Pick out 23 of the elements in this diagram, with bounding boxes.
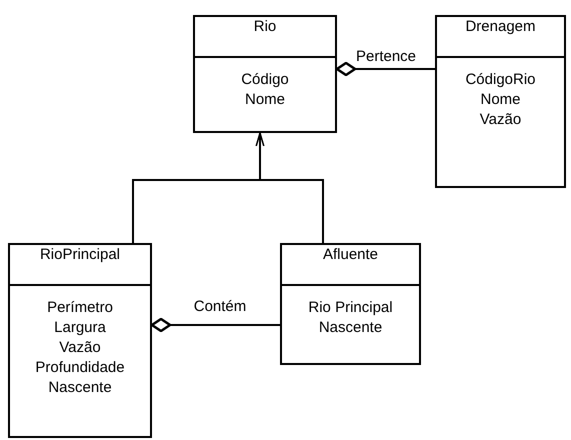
class-box: [280, 243, 421, 365]
class-name: RioPrincipal: [40, 246, 120, 265]
attribute-text: Rio Principal: [308, 298, 393, 318]
class-name: Drenagem: [465, 18, 536, 37]
attribute-text: CódigoRio: [465, 70, 536, 90]
class-name: Rio: [254, 18, 276, 37]
attribute-text: Nascente: [48, 378, 112, 398]
attribute-text: Código: [241, 70, 289, 90]
class-box: [193, 15, 337, 133]
class-name: Afluente: [322, 246, 378, 265]
aggregation-line: [336, 62, 435, 76]
attribute-text: Vazão: [59, 338, 101, 358]
attribute-text: Nome: [480, 90, 520, 110]
attribute-text: Nome: [244, 90, 285, 110]
attribute-text: Largura: [54, 318, 106, 338]
attribute-text: Vazão: [480, 110, 522, 130]
attribute-text: Perímetro: [47, 298, 113, 318]
generalization-arrow: [256, 132, 324, 243]
attribute-text: Nascente: [318, 318, 382, 338]
attribute-text: Profundidade: [35, 358, 125, 378]
aggregation-line: [150, 318, 280, 332]
class-box: [435, 15, 566, 188]
class-box: [8, 243, 152, 438]
